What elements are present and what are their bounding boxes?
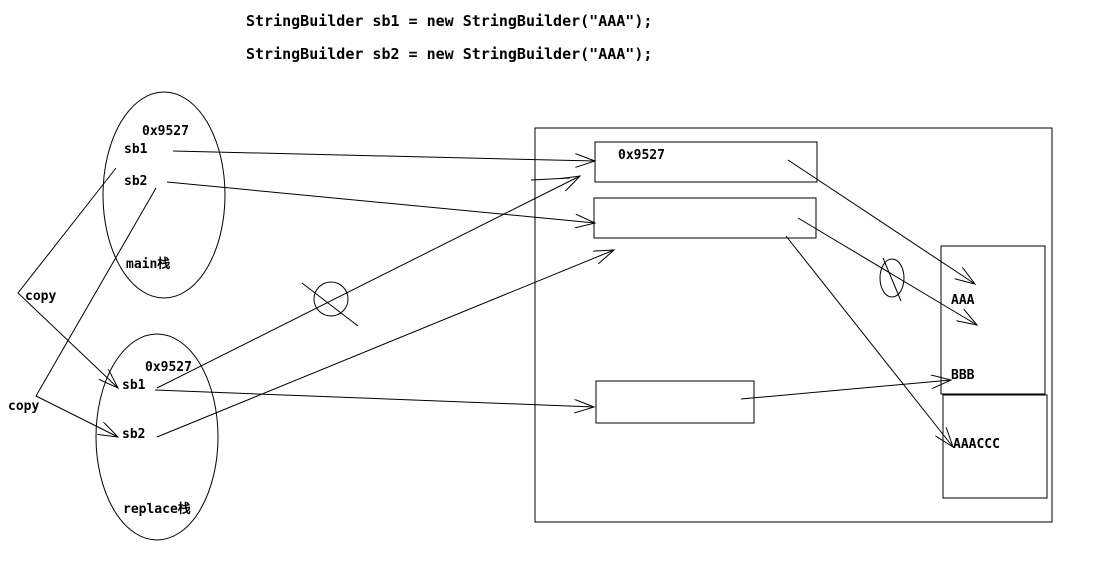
code-line-1: StringBuilder sb1 = new StringBuilder("A… [246, 12, 653, 30]
arrow-obj1-aaa [787, 159, 975, 284]
main-stack-var-sb2: sb2 [124, 174, 148, 189]
arrow-main-sb1 [172, 150, 595, 161]
string-aaaccc: AAACCC [953, 437, 1000, 452]
heap-object-1-address: 0x9527 [618, 148, 665, 163]
cross-circle-right [879, 258, 905, 298]
copy-label-1: copy [25, 289, 57, 304]
string-pool-box [940, 245, 1046, 395]
code-line-2: StringBuilder sb2 = new StringBuilder("A… [246, 45, 653, 63]
arrow-replace-sb1-new [154, 389, 594, 407]
heap-object-2 [593, 197, 817, 239]
main-stack-ellipse [102, 91, 226, 299]
arrow-obj2-aaaccc [785, 235, 953, 447]
string-aaa: AAA [951, 293, 975, 308]
arrow-replace-sb2 [156, 250, 614, 438]
copy-line-sb1 [17, 167, 118, 388]
arrow-replace-sb1-old [156, 176, 580, 389]
copy-label-2: copy [8, 399, 40, 414]
arrow-main-sb2 [166, 181, 595, 223]
main-stack-var-sb1: sb1 [124, 142, 148, 157]
replace-stack-var-sb2: sb2 [122, 427, 146, 442]
heap-region [534, 127, 1053, 523]
cross-circle-left [313, 281, 349, 317]
string-bbb: BBB [951, 368, 975, 383]
main-stack-name: main栈 [126, 257, 171, 272]
cross-line-right [882, 257, 902, 302]
arrow-obj2-aaa [797, 217, 977, 325]
arrow-obj3-bbb [740, 380, 951, 400]
cross-line-left [301, 282, 359, 327]
heap-object-3 [595, 380, 755, 424]
replace-stack-name: replace栈 [123, 502, 191, 517]
arrow-replace-entry [530, 177, 571, 181]
replace-stack-var-sb1: sb1 [122, 378, 146, 393]
copy-line-sb2 [35, 187, 157, 437]
main-stack-address: 0x9527 [142, 124, 189, 139]
replace-stack-address: 0x9527 [145, 360, 192, 375]
replace-stack-ellipse [95, 333, 219, 541]
